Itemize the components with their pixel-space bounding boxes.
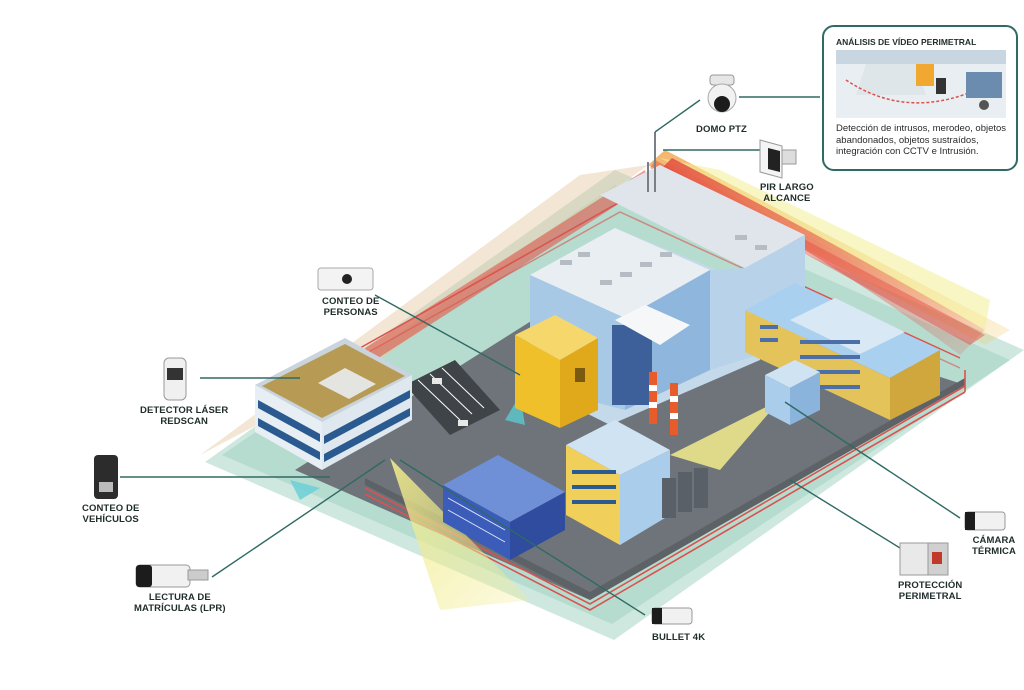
blue-warehouse	[443, 455, 565, 560]
label-line: MATRÍCULAS (LPR)	[134, 603, 226, 614]
label-detector-laser: DETECTOR LÁSER REDSCAN	[140, 405, 228, 427]
laser-detector-icon	[163, 357, 187, 401]
label-domo-ptz: DOMO PTZ	[696, 124, 747, 135]
label-line: DETECTOR LÁSER	[140, 405, 229, 416]
label-line: PERSONAS	[323, 307, 378, 318]
label-camara-termica: CÁMARA TÉRMICA	[972, 535, 1016, 557]
info-box-title: ANÁLISIS DE VÍDEO PERIMETRAL	[836, 37, 977, 47]
video-analysis-info-box: ANÁLISIS DE VÍDEO PERIMETRAL Detección d…	[822, 25, 1018, 171]
vehicle-counter-icon	[94, 455, 118, 499]
label-lectura-matriculas: LECTURA DE MATRÍCULAS (LPR)	[134, 592, 226, 614]
ptz-dome-camera-icon	[707, 74, 737, 113]
label-line: PERIMETRAL	[898, 591, 962, 602]
video-analysis-thumbnail	[836, 50, 1006, 118]
info-box-description: Detección de intrusos, merodeo, objetos …	[836, 123, 1008, 158]
camera-coverage-cones	[290, 395, 780, 610]
label-line: ALCANCE	[763, 193, 811, 204]
perimeter-protection-icon	[899, 542, 949, 576]
description-line: Detección de intrusos, merodeo, objetos	[836, 123, 1007, 134]
label-line: VEHÍCULOS	[82, 514, 139, 525]
leader-lines	[120, 96, 961, 616]
right-office-buildings	[745, 283, 940, 425]
label-line: CÁMARA	[972, 535, 1016, 546]
label-line: LECTURA DE	[148, 592, 211, 603]
parking-lot	[405, 360, 500, 435]
label-pir-largo-alcance: PIR LARGO ALCANCE	[760, 182, 814, 204]
camera-poles	[647, 132, 656, 192]
description-line: abandonados, objetos sustraídos,	[836, 134, 979, 146]
label-line: PROTECCIÓN	[898, 580, 963, 591]
label-line: TÉRMICA	[972, 546, 1016, 557]
description-line: integración con CCTV e Intrusión.	[836, 146, 979, 157]
lpr-camera-icon	[135, 564, 209, 588]
bullet-camera-icon	[651, 607, 693, 625]
label-proteccion-perimetral: PROTECCIÓN PERIMETRAL	[898, 580, 962, 602]
main-warehouse-building	[515, 165, 805, 428]
people-counter-icon	[317, 267, 374, 291]
label-line: BULLET 4K	[652, 632, 706, 643]
label-bullet-4k: BULLET 4K	[652, 632, 705, 643]
label-line: PIR LARGO	[760, 182, 814, 193]
label-conteo-vehiculos: CONTEO DE VEHÍCULOS	[82, 503, 139, 525]
left-office-building	[255, 338, 412, 470]
pir-sensor-icon	[759, 139, 797, 179]
label-line: DOMO PTZ	[696, 124, 747, 135]
factory-building	[566, 372, 708, 545]
thermal-camera-icon	[964, 511, 1006, 531]
label-line: CONTEO DE	[82, 503, 140, 514]
label-line: REDSCAN	[160, 416, 208, 427]
label-conteo-personas: CONTEO DE PERSONAS	[322, 296, 379, 318]
label-line: CONTEO DE	[322, 296, 380, 307]
